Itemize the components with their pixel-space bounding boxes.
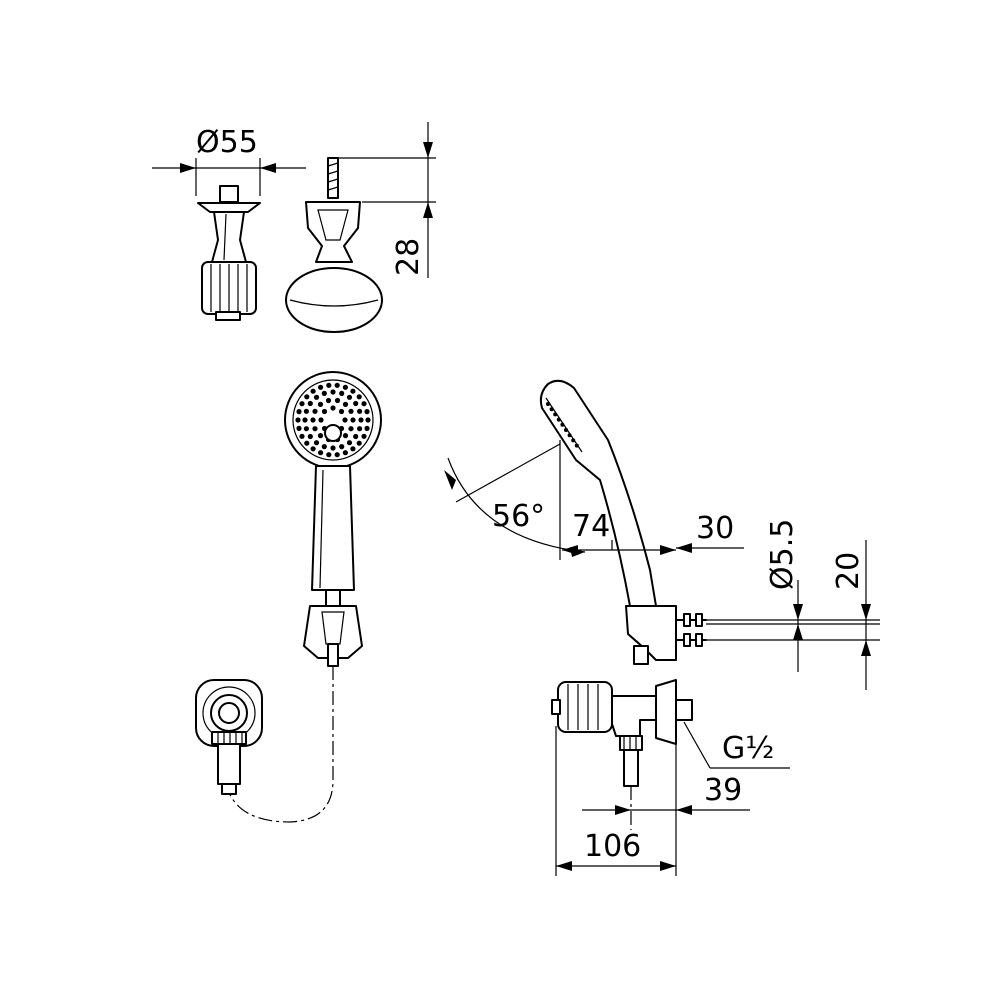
nozzle-dot — [326, 382, 332, 388]
dim-label-39: 39 — [704, 773, 742, 808]
nozzle-dot — [304, 440, 310, 446]
nozzle-dot — [334, 397, 341, 404]
nozzle-dot — [307, 433, 313, 440]
nozzle-dot — [357, 426, 363, 432]
dim-label-diameter-55: Ø55 — [196, 125, 258, 160]
dim-label-30: 30 — [696, 511, 734, 546]
nozzle-dot — [317, 401, 324, 407]
nozzle-dot — [342, 384, 348, 390]
nozzle-dot — [353, 433, 359, 440]
nozzle-dot — [350, 446, 356, 452]
nozzle-dot — [364, 409, 370, 415]
dim-label-106: 106 — [584, 829, 641, 864]
spray-face-dot — [546, 402, 550, 406]
wall-bracket-view — [285, 122, 436, 333]
nozzle-dot — [303, 408, 309, 414]
nozzle-dot — [348, 408, 354, 414]
nozzle-dot — [339, 444, 345, 450]
spray-face-dot — [553, 412, 558, 417]
nozzle-dot — [342, 433, 349, 439]
nozzle-dot — [330, 445, 336, 451]
nozzle-dot — [302, 417, 308, 423]
thread-label-g-half: G½ — [722, 731, 774, 766]
nozzle-dot — [312, 426, 318, 432]
spray-face — [546, 402, 579, 448]
nozzle-dot — [350, 417, 356, 423]
nozzle-dot — [365, 417, 371, 423]
nozzle-dot — [299, 401, 305, 407]
dim-label-74: 74 — [572, 509, 610, 544]
nozzle-dot — [357, 408, 363, 414]
nozzle-dot — [312, 408, 318, 414]
spray-face-dot — [564, 428, 568, 432]
nozzle-dot — [296, 425, 302, 431]
spray-face-dot — [560, 422, 565, 427]
nozzle-dot — [350, 388, 356, 394]
nozzle-dot — [353, 400, 359, 407]
nozzle-dot — [356, 440, 362, 446]
nozzle-dot — [310, 446, 316, 452]
nozzle-dot — [342, 450, 348, 456]
nozzle-dot — [318, 450, 324, 456]
nozzle-dot — [299, 433, 305, 439]
nozzle-dot — [346, 394, 353, 400]
nozzle-dot — [361, 401, 367, 407]
nozzle-dot — [338, 408, 345, 415]
dim-label-20: 20 — [831, 552, 866, 590]
dim-label-diameter-5-5: Ø5.5 — [765, 519, 800, 590]
nozzle-dot — [334, 382, 340, 388]
nozzle-dot — [339, 390, 345, 396]
nozzle-dot — [342, 417, 348, 423]
nozzle-dot — [356, 394, 362, 400]
nozzle-dot — [346, 440, 353, 446]
nozzle-dot — [330, 389, 336, 395]
nozzle-dot — [304, 394, 310, 400]
nozzle-dot — [325, 397, 332, 404]
dim-label-angle-56: 56° — [492, 499, 545, 534]
spray-face-dot — [567, 433, 572, 438]
spray-nozzles — [295, 382, 371, 458]
nozzle-dot — [303, 426, 309, 432]
nozzle-dot — [310, 417, 316, 423]
nozzle-dot — [318, 384, 324, 390]
hose-connector-view — [195, 679, 263, 795]
side-assembly-view — [444, 379, 880, 876]
spray-face-dot — [556, 417, 561, 422]
spray-face-dot — [571, 438, 576, 443]
nozzle-dot — [321, 444, 327, 450]
nozzle-dot — [296, 409, 302, 415]
nozzle-dot — [317, 433, 324, 439]
nozzle-dot — [334, 452, 340, 458]
nozzle-dot — [310, 388, 316, 394]
spray-face-dot — [549, 407, 554, 412]
dim-label-height-28: 28 — [391, 238, 426, 276]
nozzle-dot — [321, 390, 327, 396]
nozzle-dot — [342, 401, 349, 407]
nozzle-dot — [295, 417, 301, 423]
nozzle-dot — [348, 426, 354, 432]
spray-face-dot — [574, 443, 579, 448]
nozzle-dot — [361, 433, 367, 439]
nozzle-dot — [326, 452, 332, 458]
nozzle-dot — [307, 400, 313, 407]
nozzle-dot — [358, 417, 364, 423]
nozzle-dot — [313, 440, 320, 446]
nozzle-dot — [330, 405, 336, 411]
nozzle-dot — [313, 394, 320, 400]
hand-shower-front-view — [227, 371, 382, 823]
nozzle-dot — [364, 425, 370, 431]
nozzle-dot — [321, 408, 328, 415]
connector-side-view — [152, 158, 306, 321]
nozzle-dot — [318, 417, 324, 423]
